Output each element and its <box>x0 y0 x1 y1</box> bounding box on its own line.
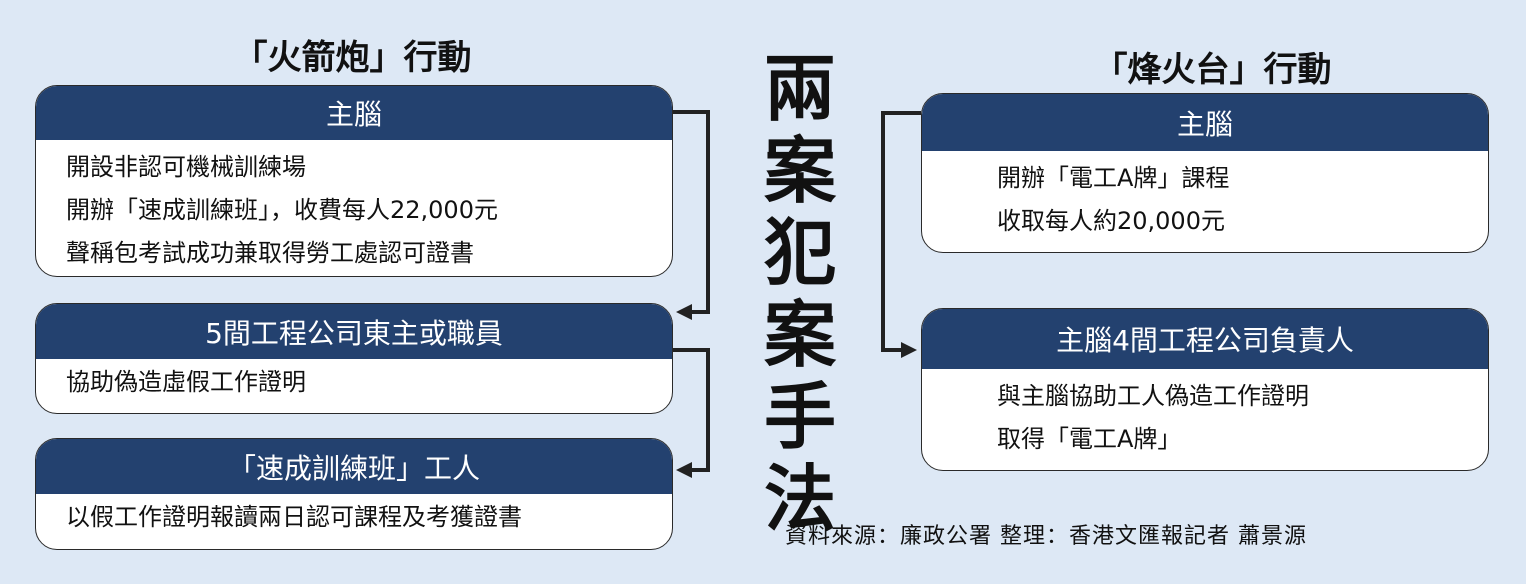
box-line: 開設非認可機械訓練場 <box>66 153 306 181</box>
left-box-companies: 5間工程公司東主或職員 協助偽造虛假工作證明 <box>35 303 673 414</box>
source-credit: 資料來源：廉政公署 整理：香港文匯報記者 蕭景源 <box>785 524 1307 549</box>
arrow-head-icon <box>676 462 692 478</box>
arrow-head-icon <box>676 304 692 320</box>
box-line: 聲稱包考試成功兼取得勞工處認可證書 <box>66 239 474 267</box>
connector-line <box>673 110 710 314</box>
connector-line <box>673 348 710 472</box>
box-header: 「速成訓練班」工人 <box>36 439 672 494</box>
box-header: 主腦 <box>922 94 1488 151</box>
box-line: 收取每人約20,000元 <box>997 207 1225 235</box>
box-line: 開辦「速成訓練班」，收費每人22,000元 <box>66 196 498 224</box>
box-line: 開辦「電工A牌」課程 <box>997 164 1230 192</box>
box-line: 取得「電工A牌」 <box>997 425 1182 453</box>
connector-line <box>881 111 921 352</box>
right-title: 「烽火台」行動 <box>1093 50 1332 90</box>
box-header: 5間工程公司東主或職員 <box>36 304 672 359</box>
right-box-companies: 主腦4間工程公司負責人 與主腦協助工人偽造工作證明 取得「電工A牌」 <box>921 308 1489 471</box>
box-line: 以假工作證明報讀兩日認可課程及考獲證書 <box>66 503 522 531</box>
left-box-workers: 「速成訓練班」工人 以假工作證明報讀兩日認可課程及考獲證書 <box>35 438 673 550</box>
center-title: 兩案犯案手法 <box>763 47 836 541</box>
right-box-mastermind: 主腦 開辦「電工A牌」課程 收取每人約20,000元 <box>921 93 1489 253</box>
box-line: 協助偽造虛假工作證明 <box>66 368 306 396</box>
left-box-mastermind: 主腦 開設非認可機械訓練場 開辦「速成訓練班」，收費每人22,000元 聲稱包考… <box>35 85 673 277</box>
box-header: 主腦4間工程公司負責人 <box>922 309 1488 369</box>
left-title: 「火箭炮」行動 <box>233 38 472 78</box>
box-line: 與主腦協助工人偽造工作證明 <box>997 382 1309 410</box>
arrow-head-icon <box>901 342 917 358</box>
box-header: 主腦 <box>36 86 672 140</box>
